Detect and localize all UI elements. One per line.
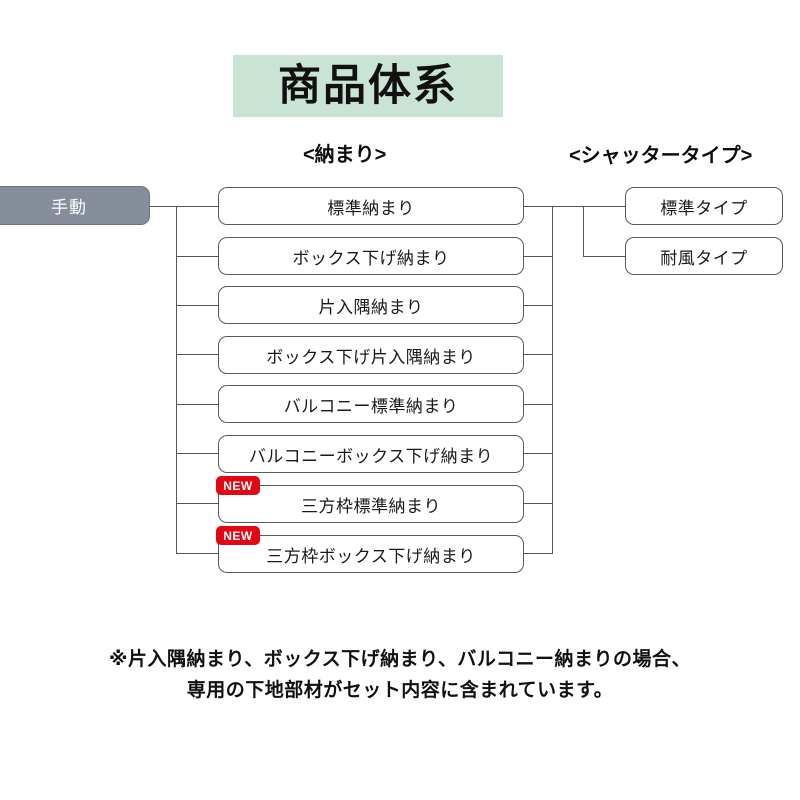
osamari-node-label: バルコニーボックス下げ納まり	[248, 446, 494, 466]
connector-type-stem	[552, 206, 584, 207]
root-node-label: 手動	[51, 198, 87, 217]
root-node-manual[interactable]: 手動	[0, 186, 150, 225]
connector-root-stem	[150, 206, 177, 207]
page-title: 商品体系	[278, 61, 458, 110]
new-badge-label: NEW	[223, 478, 253, 493]
connector-collect-3	[523, 305, 553, 306]
osamari-node-4[interactable]: ボックス下げ片入隅納まり	[218, 336, 524, 374]
connector-branch-6	[176, 453, 219, 454]
osamari-node-5[interactable]: バルコニー標準納まり	[218, 385, 524, 423]
osamari-node-2[interactable]: ボックス下げ納まり	[218, 237, 524, 275]
osamari-node-1[interactable]: 標準納まり	[218, 187, 524, 225]
new-badge-icon: NEW	[216, 476, 260, 495]
connector-type-branch-2	[583, 256, 626, 257]
osamari-node-3[interactable]: 片入隅納まり	[218, 286, 524, 324]
connector-collect-8	[523, 553, 553, 554]
shutter-type-node-label: 標準タイプ	[660, 198, 748, 218]
osamari-node-label: バルコニー標準納まり	[283, 396, 459, 416]
shutter-type-node-1[interactable]: 標準タイプ	[625, 187, 783, 225]
column-header-osamari: <納まり>	[303, 144, 387, 166]
osamari-node-7[interactable]: 三方枠標準納まり	[218, 485, 524, 523]
column-header-shutter-type: <シャッタータイプ>	[569, 145, 753, 167]
connector-branch-8	[176, 553, 219, 554]
connector-branch-2	[176, 256, 219, 257]
footer-note-line-2: 専用の下地部材がセット内容に含まれています。	[186, 680, 614, 701]
new-badge-icon: NEW	[216, 526, 260, 545]
connector-branch-5	[176, 404, 219, 405]
osamari-node-label: 片入隅納まり	[318, 297, 424, 317]
osamari-node-label: 標準納まり	[327, 198, 415, 218]
connector-type-branch-1	[583, 206, 626, 207]
osamari-node-8[interactable]: 三方枠ボックス下げ納まり	[218, 535, 524, 573]
osamari-node-label: ボックス下げ片入隅納まり	[266, 347, 476, 367]
new-badge-label: NEW	[223, 528, 253, 543]
connector-branch-4	[176, 354, 219, 355]
shutter-type-node-label: 耐風タイプ	[660, 248, 748, 268]
footer-note: ※片入隅納まり、ボックス下げ納まり、バルコニー納まりの場合、 専用の下地部材がセ…	[0, 644, 800, 706]
connector-branch-3	[176, 305, 219, 306]
osamari-node-6[interactable]: バルコニーボックス下げ納まり	[218, 435, 524, 473]
connector-type-trunk	[583, 206, 584, 257]
connector-collect-1	[523, 206, 553, 207]
osamari-node-label: ボックス下げ納まり	[292, 248, 450, 268]
osamari-node-label: 三方枠ボックス下げ納まり	[266, 546, 476, 566]
connector-branch-7	[176, 503, 219, 504]
connector-collect-6	[523, 453, 553, 454]
connector-left-trunk	[176, 206, 177, 554]
connector-collect-5	[523, 404, 553, 405]
connector-right-trunk	[552, 206, 553, 554]
connector-collect-2	[523, 256, 553, 257]
page-title-box: 商品体系	[233, 55, 503, 117]
footer-note-line-1: ※片入隅納まり、ボックス下げ納まり、バルコニー納まりの場合、	[108, 649, 691, 670]
connector-collect-4	[523, 354, 553, 355]
osamari-node-label: 三方枠標準納まり	[301, 496, 441, 516]
connector-collect-7	[523, 503, 553, 504]
connector-branch-1	[176, 206, 219, 207]
shutter-type-node-2[interactable]: 耐風タイプ	[625, 237, 783, 275]
